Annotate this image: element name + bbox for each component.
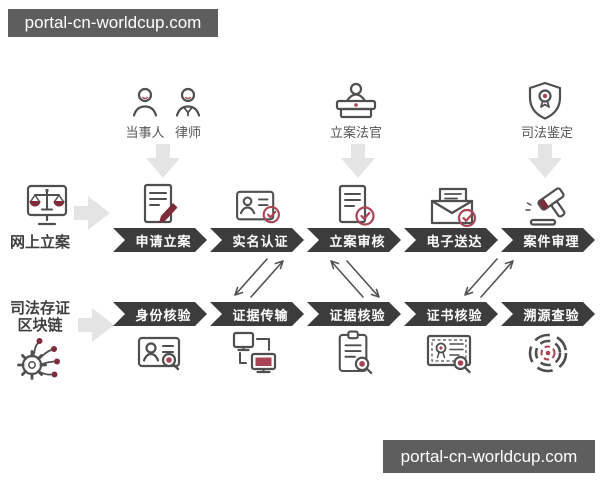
step-evidence-transfer: 证据传输 — [210, 302, 304, 326]
network-transfer-icon — [232, 331, 277, 374]
bidirectional-arrows-icon — [330, 260, 380, 298]
step-certificate-verify: 证书核验 — [404, 302, 498, 326]
idcard-check-icon — [236, 190, 280, 224]
lane-title-blockchain-line1: 司法存证 — [9, 300, 70, 317]
idcard-magnifier-icon — [137, 336, 181, 371]
step-realname-auth: 实名认证 — [210, 228, 304, 252]
actor-label-forensic: 司法鉴定 — [520, 125, 573, 140]
envelope-check-icon — [430, 187, 477, 228]
down-arrow-icon — [146, 144, 180, 178]
bidirectional-arrows-icon — [464, 258, 514, 298]
judge-icon — [335, 82, 377, 119]
top-process-row: 申请立案 实名认证 立案审核 电子送达 案件审理 — [113, 228, 595, 252]
gear-network-icon — [17, 338, 60, 380]
actor-label-party: 当事人 — [125, 125, 165, 140]
step-evidence-verify: 证据核验 — [307, 302, 401, 326]
step-identity-verify: 身份核验 — [113, 302, 207, 326]
step-case-trial: 案件审理 — [501, 228, 595, 252]
bottom-process-row: 身份核验 证据传输 证据核验 证书核验 溯源查验 — [113, 302, 595, 326]
document-pen-icon — [143, 183, 178, 224]
lane-title-blockchain-line2: 区块链 — [17, 317, 63, 334]
down-arrow-icon — [341, 144, 375, 178]
down-arrow-icon — [528, 144, 562, 178]
clipboard-magnifier-icon — [338, 330, 373, 375]
step-trace-check: 溯源查验 — [501, 302, 595, 326]
watermark-top-left: portal-cn-worldcup.com — [8, 9, 218, 37]
document-check-icon — [338, 184, 375, 226]
actor-label-lawyer: 律师 — [174, 125, 201, 140]
certificate-magnifier-icon — [426, 334, 472, 374]
lawyer-icon — [175, 87, 201, 117]
lane-title-online-filing: 网上立案 — [9, 234, 70, 251]
step-e-delivery: 电子送达 — [404, 228, 498, 252]
actor-label-judge: 立案法官 — [329, 125, 382, 140]
right-arrow-icon — [74, 196, 110, 230]
watermark-bottom-right: portal-cn-worldcup.com — [383, 440, 595, 473]
gavel-icon — [525, 187, 566, 226]
step-apply-filing: 申请立案 — [113, 228, 207, 252]
monitor-scales-icon — [26, 184, 68, 226]
person-icon — [132, 87, 158, 117]
target-icon — [528, 333, 568, 373]
bidirectional-arrows-icon — [234, 258, 284, 298]
right-arrow-icon — [78, 308, 114, 342]
shield-badge-icon — [528, 81, 562, 120]
step-filing-review: 立案审核 — [307, 228, 401, 252]
